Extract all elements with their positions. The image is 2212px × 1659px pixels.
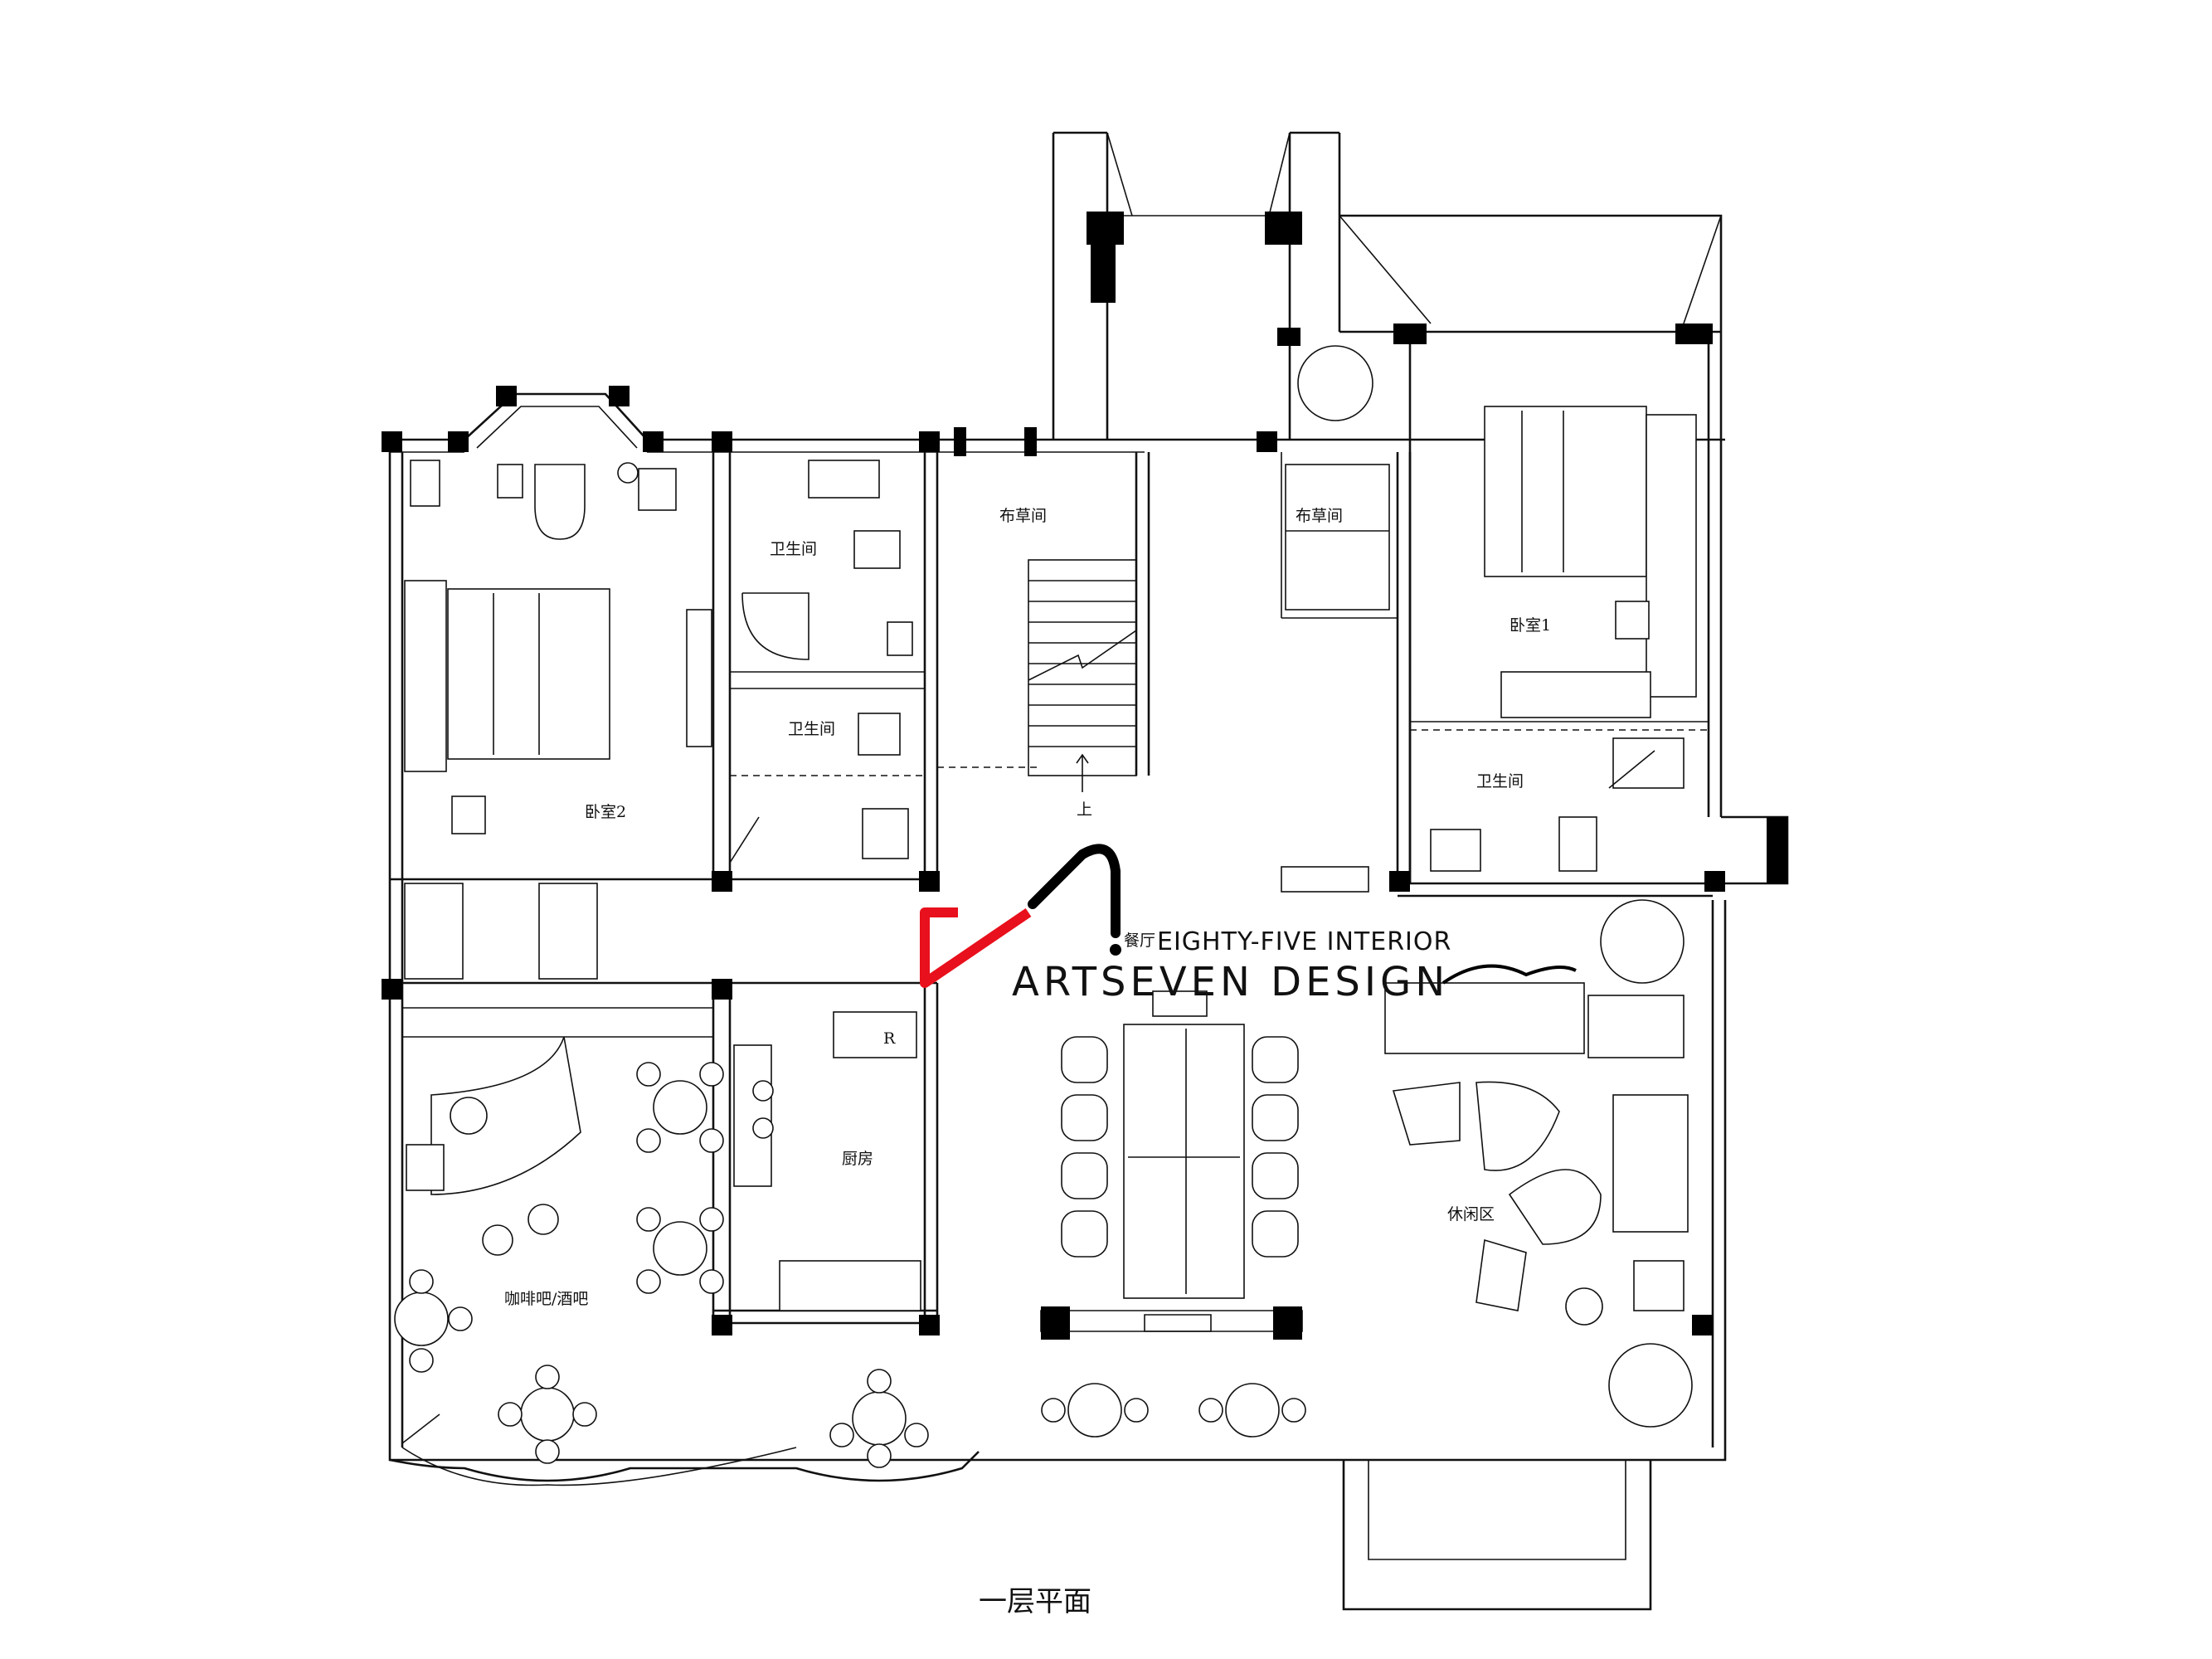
staircase	[1028, 559, 1137, 792]
logo-swoosh	[1441, 964, 1577, 985]
label-dining: 餐厅	[1124, 932, 1155, 950]
label-cloakroom-right: 布草间	[1296, 507, 1343, 525]
logo-mark-black	[1028, 844, 1121, 938]
room-labels: 布草间 布草间 卫生间 卫生间 卫生间 卧室1 卧室2 餐厅 厨房 休闲区 咖啡…	[504, 507, 1551, 1308]
logo-name: ARTSEVEN DESIGN	[1012, 959, 1449, 1005]
dashed-lines	[448, 630, 1709, 1311]
structural-columns	[382, 212, 1787, 1340]
round-tables	[394, 1062, 1306, 1468]
label-cafe-bar: 咖啡吧/酒吧	[504, 1290, 588, 1308]
label-kitchen-mark: R	[883, 1029, 896, 1048]
label-bath-right: 卫生间	[1476, 772, 1524, 791]
label-bath-upper: 卫生间	[770, 540, 817, 558]
label-stair-up: 上	[1077, 800, 1092, 819]
artseven-logo: EIGHTY-FIVE INTERIOR ARTSEVEN DESIGN	[920, 844, 1577, 1005]
plan-caption: 一层平面	[979, 1585, 1091, 1618]
label-bath-lower: 卫生间	[788, 720, 835, 738]
logo-mark-red	[920, 907, 1032, 988]
furniture	[394, 345, 1697, 1468]
dining-chairs	[1061, 1036, 1299, 1258]
label-kitchen: 厨房	[842, 1150, 873, 1168]
label-bedroom-2: 卧室2	[585, 803, 626, 821]
label-bedroom-1: 卧室1	[1510, 616, 1551, 635]
logo-tagline: EIGHTY-FIVE INTERIOR	[1157, 927, 1451, 956]
label-cloakroom-left: 布草间	[999, 507, 1047, 525]
label-lounge: 休闲区	[1447, 1205, 1495, 1224]
door-swings	[401, 750, 1655, 1444]
